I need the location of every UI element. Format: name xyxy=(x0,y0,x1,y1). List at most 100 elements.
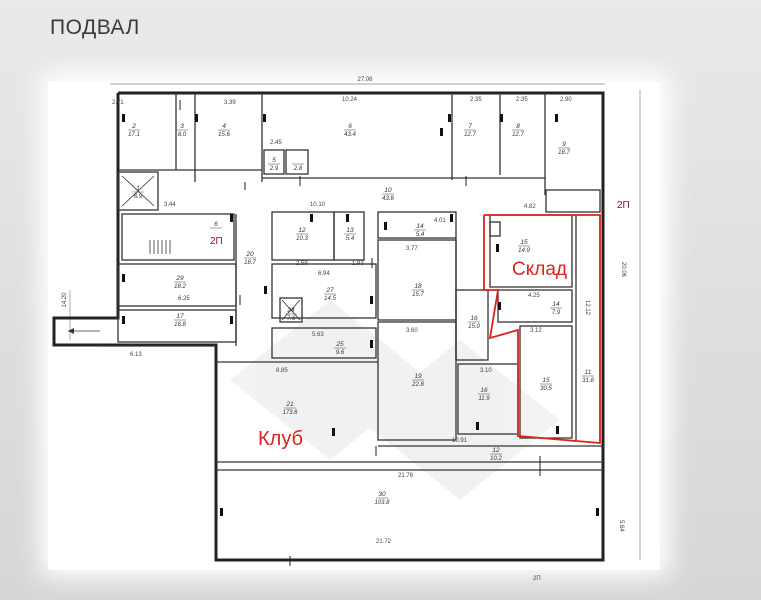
sklad-outline xyxy=(483,214,601,444)
room-number: 12 xyxy=(492,447,500,454)
room-number: 1 xyxy=(136,185,140,192)
room-24 xyxy=(279,297,303,323)
dim: 4.82 xyxy=(524,204,536,210)
room-number: 5 xyxy=(272,157,276,164)
room-area: 43.4 xyxy=(344,132,356,138)
room-14 xyxy=(377,211,457,239)
dim: 10.10 xyxy=(310,202,326,208)
room-number: 14 xyxy=(552,301,560,308)
room-number: 30 xyxy=(378,491,386,498)
dim: 6.94 xyxy=(318,271,330,277)
room-label: 145.4 xyxy=(414,223,426,238)
room-label: 21 173.6 xyxy=(282,401,298,416)
room-number: 21 xyxy=(285,401,294,408)
marker-2p-right: 2П xyxy=(617,200,630,211)
dim: 3.44 xyxy=(164,202,176,208)
dim: 3.60 xyxy=(406,328,418,334)
room-number: 17 xyxy=(176,313,184,320)
dim: 2.71 xyxy=(112,100,124,106)
room-label: 247.6 xyxy=(285,307,297,322)
room-area: 6.9 xyxy=(134,194,143,200)
room-number: 12 xyxy=(298,227,306,234)
dim: 10.24 xyxy=(342,97,358,103)
room-area: 8.0 xyxy=(178,132,187,138)
room-area: 173.6 xyxy=(282,410,298,416)
room-24-diag xyxy=(281,299,301,321)
room-label: 15 14.9 xyxy=(518,239,530,254)
room-number: 20 xyxy=(245,251,254,258)
dim: 21.72 xyxy=(376,539,392,545)
room-27 xyxy=(271,263,377,319)
room-label: 29 18.2 xyxy=(174,275,186,290)
room-label: 918.7 xyxy=(558,141,570,156)
label-sklad: Склад xyxy=(512,259,567,280)
page-title: ПОДВАЛ xyxy=(50,16,140,39)
dim: 21.78 xyxy=(398,473,414,479)
room-area: 18.7 xyxy=(558,150,570,156)
dim: 4.25 xyxy=(528,293,540,299)
dim: 2.35 xyxy=(470,97,482,103)
room-number: 18 xyxy=(414,283,422,290)
room-number: 15 xyxy=(542,377,550,384)
small-room-5 xyxy=(263,149,285,175)
room-number: 10 xyxy=(384,187,392,194)
room-area: 5.4 xyxy=(346,236,355,242)
room-area: 14.9 xyxy=(518,248,530,254)
dim-top-total: 27.06 xyxy=(357,77,373,83)
dim: 4.01 xyxy=(434,218,446,224)
watermark xyxy=(230,300,560,500)
room-25 xyxy=(271,327,377,359)
room-number: 24 xyxy=(286,307,295,314)
dim: 6.13 xyxy=(130,352,142,358)
dim: 2.35 xyxy=(516,97,528,103)
marker-2p-bottom: 2П xyxy=(533,576,541,582)
room-label: 16.9 xyxy=(132,185,144,200)
room-label: 6 xyxy=(210,221,222,229)
dim: 3.39 xyxy=(224,100,236,106)
room-area: 43.8 xyxy=(382,196,394,202)
dim: 12.12 xyxy=(584,300,590,316)
room-number: 9 xyxy=(562,141,566,148)
dim-left-total: 14.20 xyxy=(62,292,68,308)
room-number: 15 xyxy=(520,239,528,246)
room-area: 30.5 xyxy=(540,386,552,392)
dim: 3.77 xyxy=(406,246,418,252)
stairs-left xyxy=(149,240,171,254)
room-label: 52.9 xyxy=(268,157,280,172)
room-number: 14 xyxy=(416,223,424,230)
room-number: 2 xyxy=(131,123,136,130)
room-label: 20 18.7 xyxy=(244,251,256,266)
dim: 3.10 xyxy=(480,368,492,374)
room-area: 10.2 xyxy=(490,456,502,462)
room-13 xyxy=(333,211,365,261)
room-label: 259.6 xyxy=(334,341,346,356)
room-number: 29 xyxy=(175,275,184,282)
room-label: 712.7 xyxy=(464,123,476,138)
room-area: 18.2 xyxy=(174,284,186,290)
room-left-stair xyxy=(121,213,235,261)
room-number: 4 xyxy=(222,123,226,130)
stair-top-right xyxy=(545,189,601,213)
dim-right-total: 20.06 xyxy=(620,262,626,278)
room-area: 18.7 xyxy=(244,260,256,266)
room-area: 15.6 xyxy=(218,132,230,138)
stair-room-1 xyxy=(117,171,159,211)
dim: 2.59 xyxy=(296,261,308,267)
marker-2p-left: 2П xyxy=(210,236,223,247)
room-number: 3 xyxy=(180,123,184,130)
room-label: 217.1 xyxy=(128,123,140,138)
room-area: 31.8 xyxy=(582,378,594,384)
room-area: 11.9 xyxy=(478,396,490,402)
room-number: 6 xyxy=(348,123,352,130)
room-number: 19 xyxy=(414,373,422,380)
room-area: 9.6 xyxy=(336,350,345,356)
room-area: 5.4 xyxy=(416,232,425,238)
room-number: 25 xyxy=(335,341,344,348)
room-label: 15 30.5 xyxy=(540,377,552,392)
